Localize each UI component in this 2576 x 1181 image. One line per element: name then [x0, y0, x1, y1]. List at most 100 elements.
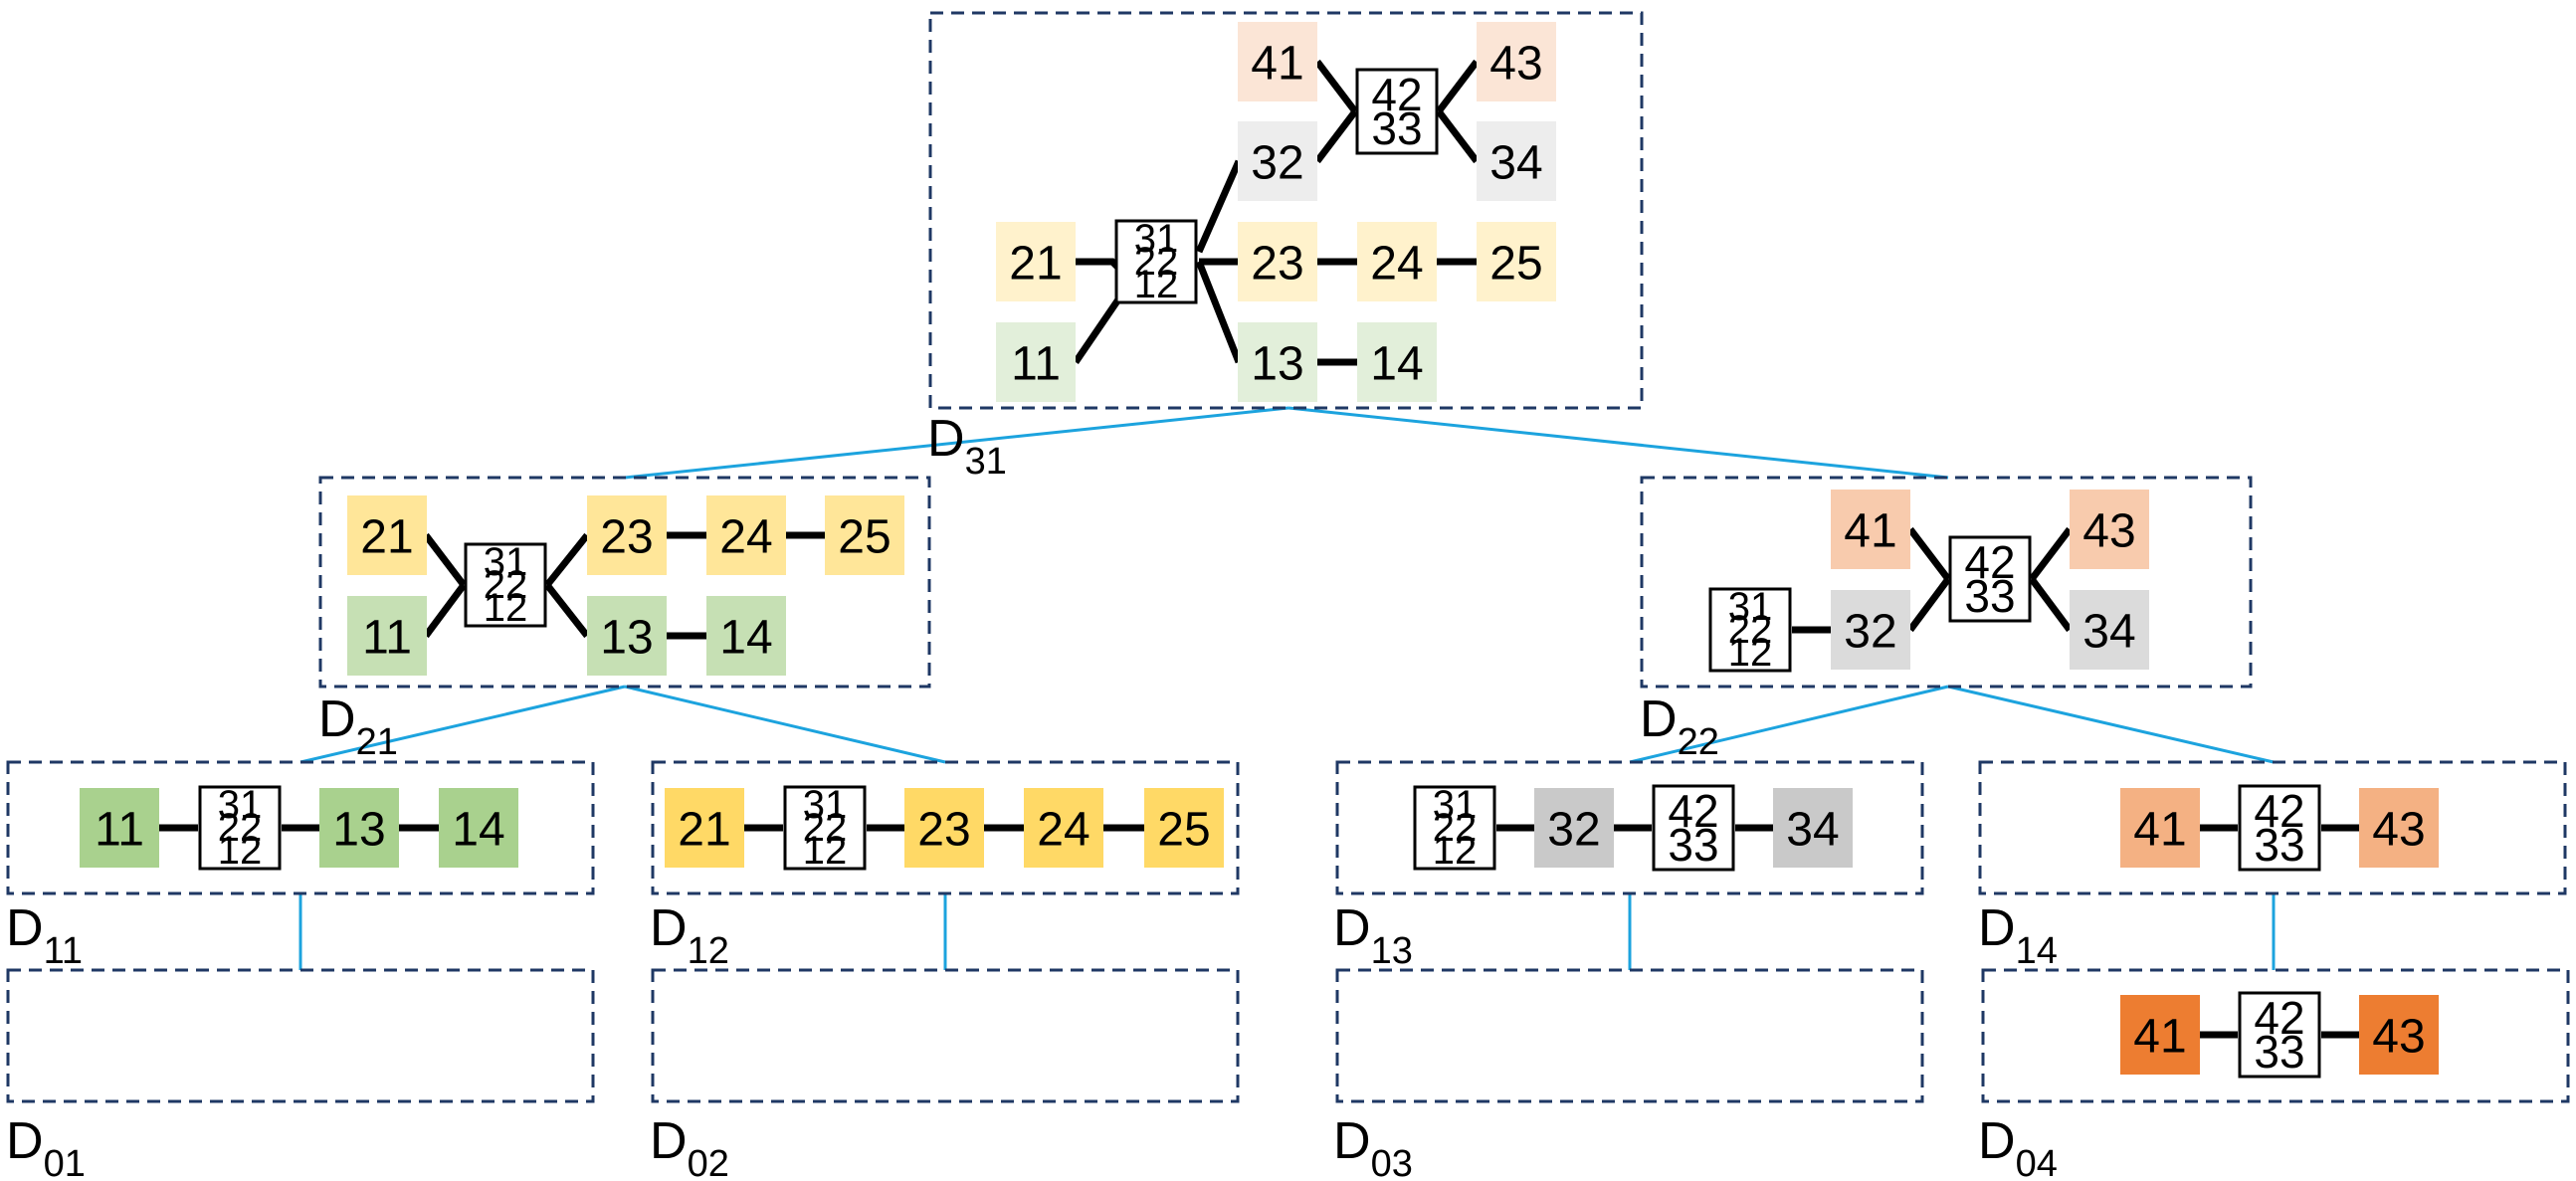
node-13: 13 [587, 596, 667, 676]
node-label: 32 [1547, 804, 1600, 857]
panel-d03: D03 [1333, 968, 1924, 1181]
node-43: 43 [1477, 22, 1556, 101]
merged-node-value: 31 [1728, 585, 1773, 629]
panel-label: D04 [1978, 1112, 2058, 1181]
node-21: 21 [665, 788, 744, 868]
node-box [904, 788, 984, 868]
node-box [319, 788, 399, 868]
merged-node-box [783, 785, 867, 871]
panel-label: D11 [6, 899, 83, 972]
node-box [1477, 222, 1556, 301]
node-14: 14 [1357, 322, 1437, 402]
graph-edge-A-32 [1195, 159, 1243, 254]
node-box [1477, 121, 1556, 201]
graph-edge-11-A [423, 582, 467, 639]
hierarchy-connector-d22-d13 [1629, 685, 1949, 764]
node-label: 21 [678, 804, 730, 857]
panel-frame [1335, 968, 1924, 1103]
node-25: 25 [1477, 222, 1556, 301]
node-label: 13 [600, 612, 653, 665]
node-24: 24 [1024, 788, 1103, 868]
node-label: 41 [1251, 38, 1303, 91]
node-box [1773, 788, 1853, 868]
node-25: 25 [825, 495, 904, 575]
graph-edge-41-B [1314, 59, 1358, 114]
node-label: 32 [1844, 606, 1896, 659]
merged-node-value: 31 [1134, 217, 1179, 261]
node-label: 23 [917, 804, 970, 857]
node-box [587, 495, 667, 575]
node-label: 43 [2372, 1011, 2425, 1064]
node-14: 14 [439, 788, 518, 868]
node-box [2070, 590, 2149, 670]
merged-node-box [1652, 784, 1735, 872]
graph-edge-41-B [1907, 526, 1951, 582]
node-label: 25 [1157, 804, 1210, 857]
node-box [1238, 121, 1317, 201]
merged-node-value: 42 [1668, 785, 1718, 837]
merged-node-value: 33 [1371, 102, 1422, 154]
node-label: 11 [1011, 338, 1061, 391]
node-box [347, 495, 427, 575]
node-label: 41 [2133, 1011, 2186, 1064]
merged-node-value: 12 [803, 829, 848, 873]
merged-node-value: 33 [2254, 819, 2304, 871]
graph-edge-32-B [1907, 576, 1951, 633]
node-32: 32 [1831, 590, 1910, 670]
merged-node-value: 33 [1964, 570, 2015, 622]
node-label: 21 [1009, 238, 1062, 291]
node-13: 13 [319, 788, 399, 868]
graph-edge-32-B [1314, 108, 1358, 164]
node-box [1144, 788, 1224, 868]
panel-frame [928, 11, 1644, 410]
merged-node-value: 12 [484, 586, 528, 630]
panel-label: D22 [1640, 690, 1719, 763]
panel-label: D01 [6, 1112, 86, 1181]
node-43: 43 [2359, 788, 2439, 868]
panel-frame [1981, 968, 2570, 1103]
panel-frame [1640, 476, 2253, 689]
hierarchy-connector-d31-d21 [624, 406, 1289, 480]
node-43: 43 [2359, 995, 2439, 1075]
node-box [706, 495, 786, 575]
node-box [80, 788, 159, 868]
merged-node-value: 12 [218, 829, 263, 873]
node-11: 11 [996, 322, 1076, 402]
panel-frame [6, 968, 595, 1103]
node-box [439, 788, 518, 868]
node-25: 25 [1144, 788, 1224, 868]
node-label: 13 [332, 804, 385, 857]
node-box [2120, 788, 2200, 868]
graph-edge-B-34 [1436, 108, 1480, 164]
node-box [2070, 490, 2149, 569]
node-label: 34 [2082, 606, 2135, 659]
merged-node-box [464, 542, 547, 628]
node-label: 43 [2372, 804, 2425, 857]
node-41: 41 [2120, 788, 2200, 868]
merged-node-value: 12 [1134, 263, 1179, 306]
node-box [1477, 22, 1556, 101]
node-label: 23 [600, 511, 653, 564]
merged-node-value: 22 [1433, 806, 1478, 850]
node-box [1357, 222, 1437, 301]
node-label: 41 [2133, 804, 2186, 857]
node-label: 14 [719, 612, 772, 665]
merged-node-value: 31 [484, 540, 528, 584]
node-21: 21 [347, 495, 427, 575]
node-box [825, 495, 904, 575]
merged-node-value: 33 [2254, 1026, 2304, 1078]
node-41: 41 [1238, 22, 1317, 101]
panel-d01: D01 [6, 968, 595, 1181]
merged-node-value: 22 [484, 563, 528, 607]
merged-node-value: 31 [218, 783, 263, 827]
node-label: 43 [1489, 38, 1542, 91]
panel-frame [318, 476, 931, 689]
node-43: 43 [2070, 490, 2149, 569]
